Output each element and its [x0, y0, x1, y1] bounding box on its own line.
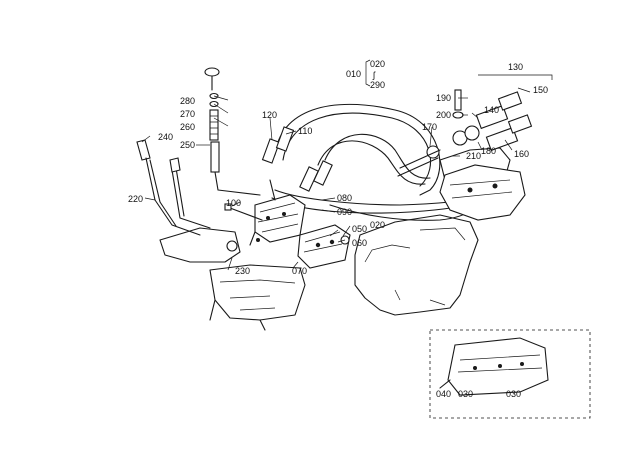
callout-280: 280	[180, 96, 195, 106]
callout-160: 160	[514, 149, 529, 159]
callout-240: 240	[158, 132, 173, 142]
callout-bracket-130	[478, 74, 553, 80]
leader-lines	[141, 87, 531, 271]
callout-010: 010	[346, 69, 361, 79]
control-valve-block	[249, 179, 306, 246]
control-lever	[136, 139, 260, 263]
callout-060: 060	[352, 238, 367, 248]
callout-120: 120	[262, 110, 277, 120]
callout-labels: 010 020 290 130 140 150 190 200 170 210 …	[128, 59, 548, 399]
tractor-body-outline	[354, 214, 479, 316]
callout-180: 180	[481, 146, 496, 156]
callout-bracket-010	[365, 59, 371, 87]
lever-stack	[204, 67, 261, 196]
bracket-s-mark: ʃ	[372, 70, 376, 80]
callout-270: 270	[180, 109, 195, 119]
callout-090: 090	[337, 207, 352, 217]
callout-200: 200	[436, 110, 451, 120]
callout-110: 110	[298, 126, 312, 136]
callout-170: 170	[422, 122, 437, 132]
callout-150: 150	[533, 85, 548, 95]
valve-bracket	[439, 164, 526, 221]
callout-080: 080	[337, 193, 352, 203]
bolt-100	[224, 203, 263, 221]
valve-section-060	[297, 224, 351, 269]
callout-100: 100	[226, 198, 241, 208]
callout-130: 130	[508, 62, 523, 72]
hose-fittings	[261, 126, 333, 192]
callout-040: 040	[436, 389, 451, 399]
callout-070: 070	[292, 266, 307, 276]
callout-050: 050	[352, 224, 367, 234]
callout-290: 290	[370, 80, 385, 90]
inset-detail	[429, 329, 591, 419]
callout-020-mid: 020	[370, 220, 385, 230]
callout-230: 230	[235, 266, 250, 276]
callout-260: 260	[180, 122, 195, 132]
callout-210: 210	[466, 151, 481, 161]
callout-250: 250	[180, 140, 195, 150]
callout-030-right: 030	[506, 389, 521, 399]
callout-220: 220	[128, 194, 143, 204]
callout-190: 190	[436, 93, 451, 103]
callout-140: 140	[484, 105, 499, 115]
lever-mount-frame	[209, 264, 306, 331]
callout-020-top: 020	[370, 59, 385, 69]
callout-030-left: 030	[458, 389, 473, 399]
